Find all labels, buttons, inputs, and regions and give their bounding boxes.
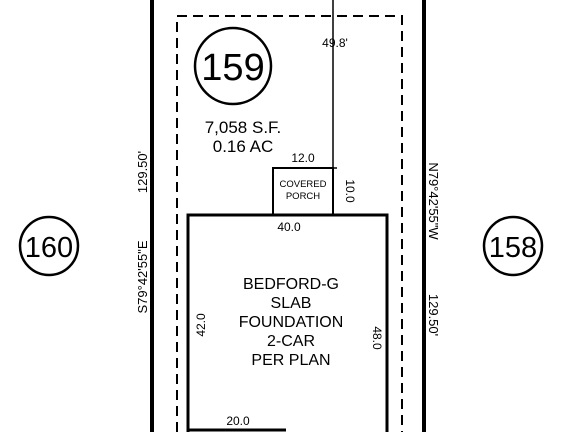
house-left-depth-label: 42.0 — [194, 313, 208, 337]
house-width-label: 40.0 — [277, 220, 301, 234]
porch-depth-label: 10.0 — [343, 179, 357, 203]
lot-159-number: 159 — [201, 47, 264, 89]
house-label-line1: BEDFORD-G — [243, 276, 339, 293]
porch-label-line1: COVERED — [280, 179, 327, 190]
garage-width-label: 20.0 — [226, 414, 250, 428]
right-bearing-label: N79°42'55"W — [426, 162, 441, 240]
house-label-line4: 2-CAR — [267, 333, 315, 350]
porch-width-label: 12.0 — [291, 151, 315, 165]
lot-area-sf: 7,058 S.F. — [205, 118, 282, 137]
lot-area-ac: 0.16 AC — [213, 137, 274, 156]
lot-160-number: 160 — [25, 232, 73, 264]
right-distance-label: 129.50' — [426, 294, 441, 336]
lot-160-circle — [18, 215, 80, 277]
left-distance-label: 129.50' — [135, 151, 150, 193]
setback-line — [176, 15, 403, 432]
left-bearing-label: S79°42'55"E — [135, 240, 150, 313]
porch-label-line2: PORCH — [286, 191, 320, 202]
house-outline — [186, 213, 389, 432]
house-label-line3: FOUNDATION — [239, 314, 344, 331]
lot-158-circle — [482, 215, 544, 277]
house-label-line2: SLAB — [271, 295, 312, 312]
lot-158-number: 158 — [489, 232, 537, 264]
house-right-depth-label: 48.0 — [370, 326, 384, 350]
setback-dimension-label: 49.8' — [322, 36, 348, 50]
lot-159-circle — [193, 26, 273, 106]
house-label-line5: PER PLAN — [251, 352, 330, 369]
